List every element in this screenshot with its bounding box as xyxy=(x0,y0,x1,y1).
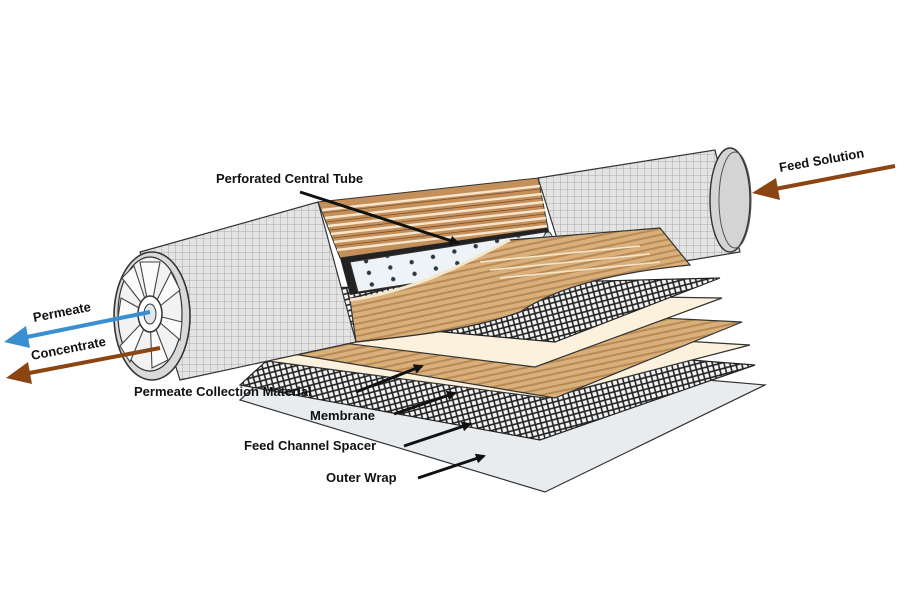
right-end-cap xyxy=(709,147,751,253)
label-outer-wrap: Outer Wrap xyxy=(326,470,397,485)
label-membrane: Membrane xyxy=(310,408,375,423)
leader-perforated-tube xyxy=(299,190,460,246)
label-permeate-collection-material: Permeate Collection Material xyxy=(134,384,312,399)
concentrate-arrow xyxy=(23,346,161,376)
leader-membrane xyxy=(393,390,457,416)
label-perforated-central-tube: Perforated Central Tube xyxy=(216,171,363,186)
leader-outer-wrap xyxy=(417,453,486,480)
leader-permeate-collection xyxy=(355,364,424,394)
permeate-arrow xyxy=(21,310,151,340)
label-permeate: Permeate xyxy=(32,299,92,325)
label-feed-channel-spacer: Feed Channel Spacer xyxy=(244,438,376,453)
leader-feed-channel-spacer xyxy=(403,421,472,448)
feed-solution-arrow xyxy=(769,164,896,192)
label-feed-solution: Feed Solution xyxy=(778,145,865,175)
